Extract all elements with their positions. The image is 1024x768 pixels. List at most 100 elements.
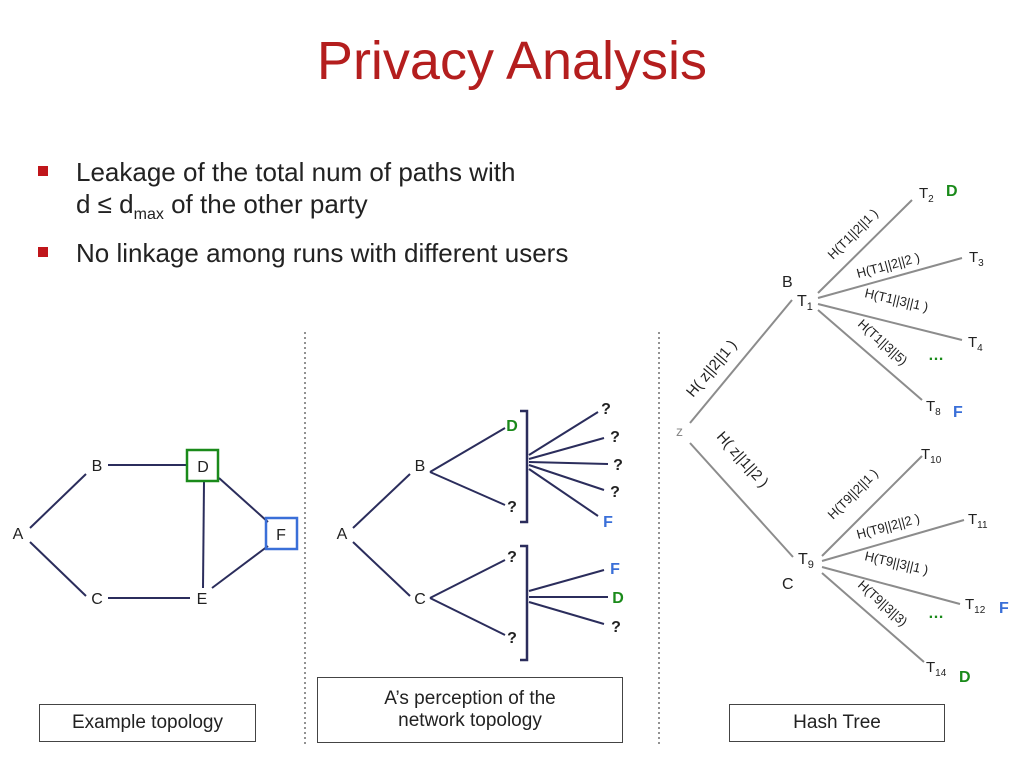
- edge-z-t9: [689, 442, 794, 558]
- hash-t1-t4: H(T1||3||1 ): [863, 285, 930, 314]
- bracket-upper: [520, 409, 529, 524]
- node-d-box: [185, 448, 220, 483]
- fan-edge: [528, 411, 599, 456]
- caption-example-topology: Example topology: [39, 704, 256, 742]
- edge-c-q2: [429, 597, 506, 636]
- tag-d: D: [959, 669, 971, 686]
- hash-t9-t10: H(T9||2||1 ): [825, 466, 881, 522]
- tag-d: D: [946, 183, 958, 200]
- edge-a-c: [352, 541, 411, 597]
- unknown-leaf: ?: [601, 401, 611, 418]
- node-f-label: F: [276, 527, 286, 544]
- node-d-label: D: [197, 459, 209, 476]
- edge-t9-t10: [821, 455, 923, 557]
- edge-t1-t2: [817, 199, 913, 294]
- perception-node-b: B: [415, 458, 426, 475]
- square-bullet-icon: [38, 247, 48, 258]
- edge-a-c: [29, 541, 87, 597]
- bullet-item-leakage: Leakage of the total num of paths with d…: [36, 156, 568, 231]
- dmax-suffix: of the other party: [163, 189, 368, 219]
- leaf-d: D: [612, 590, 624, 607]
- leaf-t2: T2: [919, 185, 934, 205]
- hash-t9-t11: H(T9||2||2 ): [855, 511, 921, 542]
- node-e-label: E: [197, 591, 208, 608]
- leaf-t12: T12: [965, 596, 986, 616]
- perception-node-a: A: [337, 526, 348, 543]
- edge-b-q: [429, 471, 506, 506]
- node-b-label: B: [92, 458, 103, 475]
- bullet-item-linkage: No linkage among runs with different use…: [36, 237, 568, 269]
- hash-t1-t3: H(T1||2||2 ): [855, 250, 921, 281]
- node-t1: T1: [797, 293, 813, 313]
- node-b: B: [782, 274, 793, 291]
- edge-a-b: [29, 473, 87, 529]
- ellipsis-lower: …: [928, 605, 944, 622]
- hash-t1-t8: H(T1||3||5): [855, 316, 911, 368]
- example-topology: [29, 464, 269, 599]
- tag-f: F: [953, 404, 963, 421]
- leaf-t8: T8: [926, 398, 941, 418]
- fan-edge: [528, 437, 605, 460]
- hash-z-t1: H( z||2||1 ): [683, 337, 740, 401]
- tag-f: F: [999, 600, 1009, 617]
- edge-t1-t3: [817, 257, 963, 299]
- bullet-text: No linkage among runs with different use…: [76, 238, 569, 269]
- fan-edge: [528, 461, 609, 465]
- bullet-text-line1: Leakage of the total num of paths with: [76, 157, 516, 187]
- bullet-list: Leakage of the total num of paths with d…: [36, 156, 568, 275]
- node-t9: T9: [798, 551, 814, 571]
- square-bullet-icon: [38, 166, 48, 176]
- perception-node-d: D: [506, 418, 518, 435]
- node-f-box: [264, 516, 299, 551]
- edge-t9-t14: [821, 572, 925, 663]
- leaf-t14: T14: [926, 659, 947, 679]
- edge-a-b: [352, 473, 411, 529]
- bullet-text-line2: d ≤ dmax of the other party: [76, 188, 568, 231]
- edge-t1-t4: [817, 303, 963, 341]
- caption-perception-line1: A’s perception of the: [384, 688, 556, 709]
- unknown-node: ?: [507, 499, 517, 516]
- leaf-f: F: [603, 514, 613, 531]
- perception-topology: [352, 409, 609, 662]
- hash-z-t9: H( z||1||2 ): [713, 428, 772, 491]
- hash-t9-t12: H(T9||3||1 ): [863, 548, 930, 577]
- hash-tree: [689, 199, 965, 663]
- edge-e-f: [211, 545, 269, 589]
- edge-b-d: [429, 427, 506, 473]
- leaf-t3: T3: [969, 249, 984, 269]
- edge-d-f: [218, 477, 269, 523]
- leaf-t4: T4: [968, 334, 983, 354]
- edge-t9-t12: [821, 566, 961, 605]
- node-a-label: A: [13, 526, 24, 543]
- leaf-t10: T10: [921, 446, 942, 466]
- edge-d-e: [202, 481, 205, 589]
- edge-t1-t8: [817, 309, 923, 401]
- caption-perception-line2: network topology: [398, 710, 542, 731]
- hash-t1-t2: H(T1||2||1 ): [825, 206, 881, 262]
- fan-edge: [528, 464, 605, 491]
- node-c-label: C: [91, 591, 103, 608]
- caption-hash-tree: Hash Tree: [729, 704, 945, 742]
- unknown-leaf: ?: [611, 619, 621, 636]
- bracket-lower: [520, 544, 529, 662]
- fan-edge: [528, 468, 599, 517]
- dmax-prefix: d ≤ d: [76, 189, 134, 219]
- fan-edge: [528, 569, 605, 592]
- edge-c-q1: [429, 559, 506, 599]
- perception-node-c: C: [414, 591, 426, 608]
- unknown-leaf: ?: [610, 484, 620, 501]
- root-z: z: [676, 423, 683, 439]
- caption-perception: A’s perception of the network topology: [317, 677, 623, 743]
- unknown-leaf: ?: [613, 457, 623, 474]
- node-c: C: [782, 576, 794, 593]
- unknown-node: ?: [507, 549, 517, 566]
- edge-z-t1: [689, 299, 793, 424]
- hash-t9-t14: H(T9||3||3): [855, 577, 911, 629]
- leaf-f: F: [610, 561, 620, 578]
- fan-edge: [528, 601, 605, 625]
- unknown-leaf: ?: [610, 429, 620, 446]
- slide-title: Privacy Analysis: [316, 31, 708, 91]
- dmax-subscript: max: [133, 206, 164, 224]
- unknown-node: ?: [507, 630, 517, 647]
